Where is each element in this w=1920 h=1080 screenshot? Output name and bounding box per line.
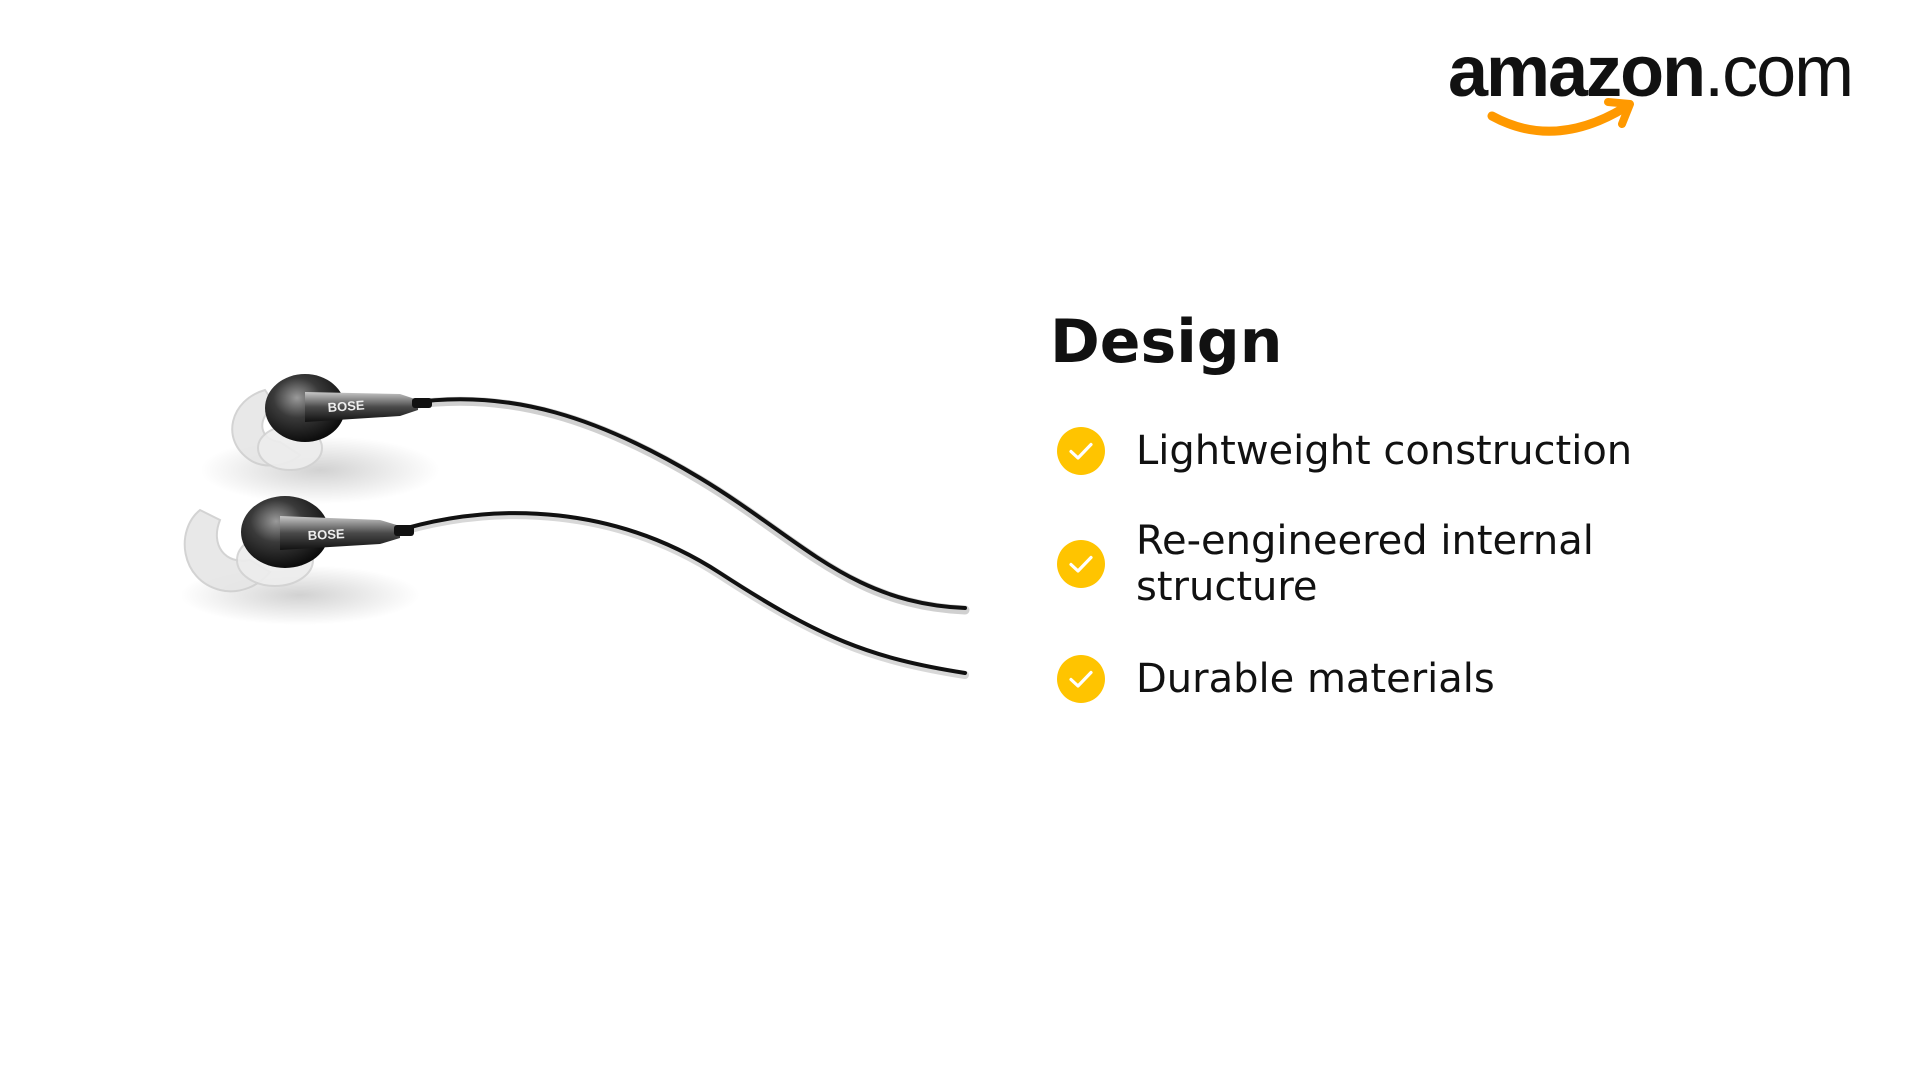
earbuds-product-image: BOSE BOSE	[180, 374, 970, 679]
list-item: Durable materials	[1050, 654, 1750, 704]
logo-suffix: .com	[1704, 32, 1854, 112]
check-circle-icon	[1057, 427, 1105, 475]
list-item: Re-engineered internal structure	[1050, 518, 1750, 610]
feature-label: Lightweight construction	[1136, 428, 1633, 474]
section-title: Design	[1050, 307, 1283, 377]
logo-wordmark: amazon.com	[1448, 32, 1854, 112]
feature-label: Re-engineered internal structure	[1136, 518, 1594, 610]
feature-label: Durable materials	[1136, 656, 1495, 702]
list-item: Lightweight construction	[1050, 426, 1750, 476]
brand-mark: BOSE	[307, 526, 345, 543]
logo-name: amazon	[1448, 32, 1706, 112]
check-circle-icon	[1057, 540, 1105, 588]
amazon-logo: amazon.com	[1448, 32, 1854, 136]
smile-arrow-icon	[1487, 98, 1634, 136]
check-circle-icon	[1057, 655, 1105, 703]
brand-mark: BOSE	[327, 397, 365, 415]
